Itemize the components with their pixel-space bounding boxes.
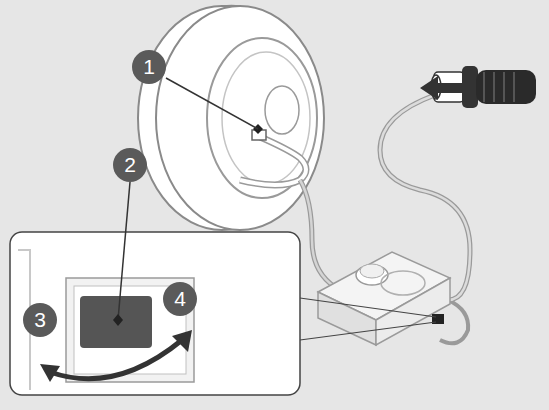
- callout-leader: [113, 78, 258, 326]
- spare-tire: [138, 6, 324, 231]
- callout-number: 2: [113, 148, 147, 182]
- compressor: [318, 252, 450, 345]
- insert-arrow: [420, 76, 470, 100]
- inset-leader: [300, 298, 436, 340]
- callout-number: 1: [132, 50, 166, 84]
- callout-number: 3: [23, 303, 57, 337]
- switch-inset: [10, 232, 300, 395]
- callout-number: 4: [163, 282, 197, 316]
